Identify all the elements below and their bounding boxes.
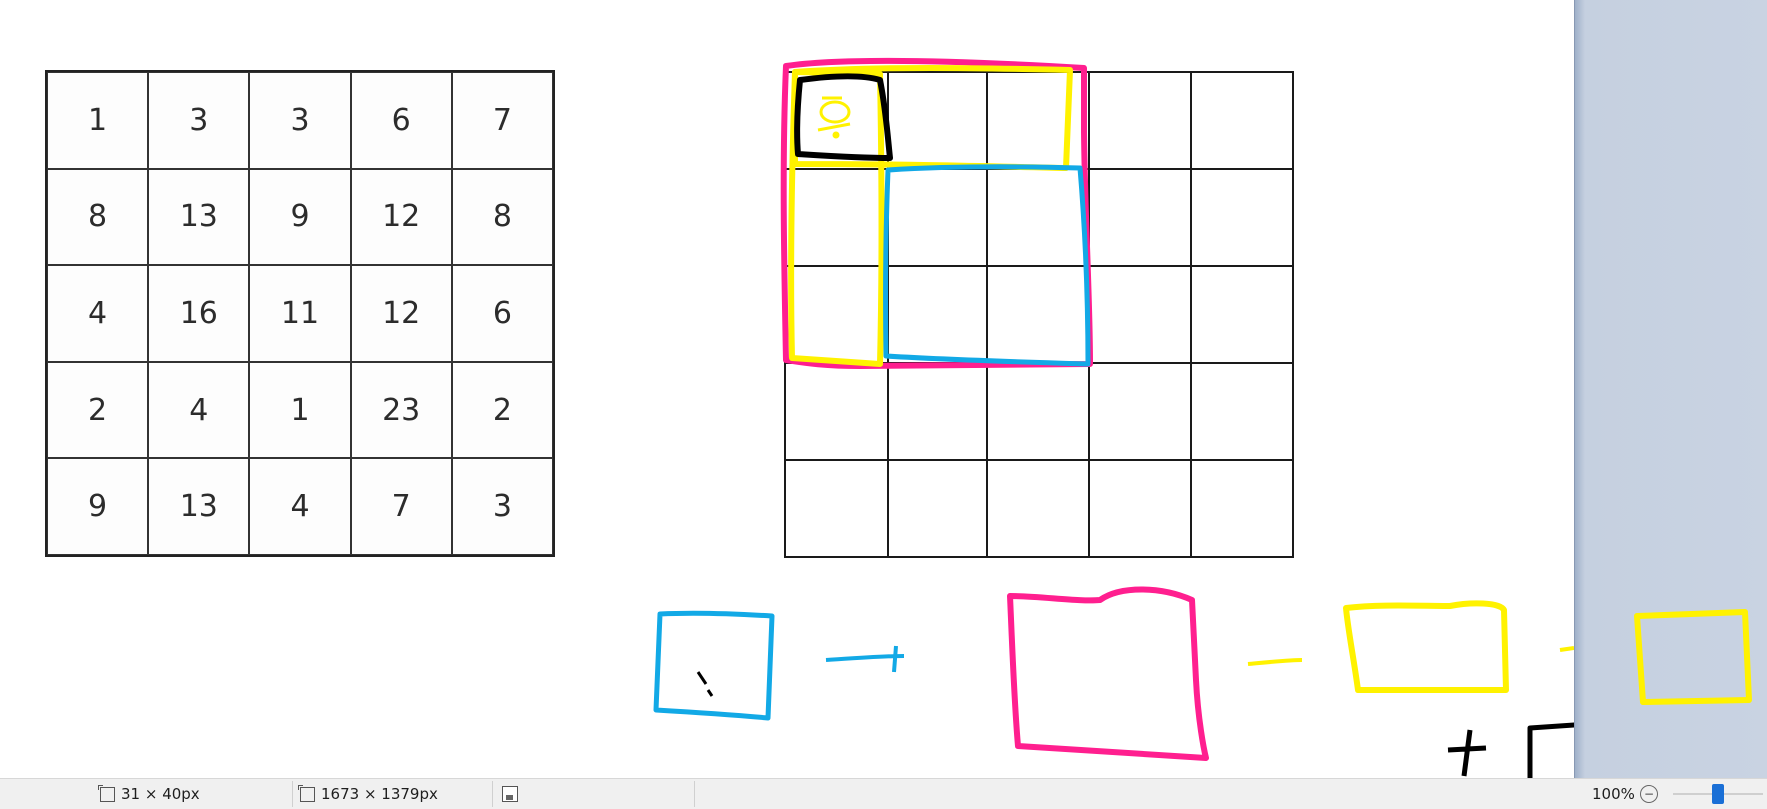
image-size-item: 1673 × 1379px [298,779,438,809]
yellow-minus-sign [1247,658,1303,666]
image-size-icon [298,784,315,802]
status-separator [492,781,493,807]
side-drawing-layer [1634,609,1752,705]
grid-cell: 9 [47,458,149,555]
grid-cell: 2 [451,361,553,459]
grid-cell: 16 [148,265,250,362]
zoom-out-button[interactable]: − [1640,779,1658,809]
pink-box-stroke [780,57,1093,369]
grid-cell: 2 [47,361,149,459]
yellow-minus-sign-2 [1559,646,1574,652]
disk-icon [502,786,518,802]
yellow-left-col-stroke [788,69,885,367]
grid-cell: 23 [350,361,452,459]
black-plus-sign [1447,729,1487,777]
blue-term-box [653,610,775,721]
grid-cell: 3 [451,458,553,555]
grid-cell: 7 [451,72,553,169]
grid-cell: 13 [148,168,250,266]
drawing-layer [653,57,1574,778]
yellow-top-row-stroke [792,65,1073,171]
black-dot-mark [696,671,714,697]
grid-cell: 8 [451,168,553,266]
yellow-term-box-1 [1343,600,1509,693]
grid-cell: 3 [148,72,250,169]
grid-cell: 6 [451,265,553,362]
black-term-box [1527,722,1574,778]
selection-size-item: 31 × 40px [98,779,200,809]
grid-cell: 12 [350,265,452,362]
empty-grid-border [784,71,1294,558]
image-size-text: 1673 × 1379px [321,785,438,803]
zoom-level-text: 100% [1592,785,1635,803]
grid-cell: 4 [249,458,351,555]
empty-grid [784,71,1294,558]
grid-cell: 6 [350,72,452,169]
black-cell-stroke [794,73,893,161]
blue-plus-sign [825,645,905,673]
zoom-slider-thumb[interactable] [1712,784,1724,804]
status-separator [694,781,695,807]
minus-icon: − [1640,785,1658,803]
selection-icon [98,784,115,802]
status-separator [292,781,293,807]
pink-term-box [1007,586,1209,761]
grid-cell: 13 [148,458,250,555]
grid-cell: 8 [47,168,149,266]
yellow-term-box-2 [1634,609,1752,705]
selection-size-text: 31 × 40px [121,785,200,803]
side-panel-background [1574,0,1767,778]
grid-cell: 4 [148,361,250,459]
zoom-level-item: 100% [1592,779,1635,809]
blue-box-stroke [883,164,1091,367]
file-size-item [502,779,518,809]
grid-cell: 12 [350,168,452,266]
grid-cell: 1 [47,72,149,169]
grid-cell: 11 [249,265,351,362]
status-bar: 31 × 40px 1673 × 1379px 100% − [0,778,1767,809]
grid-cell: 3 [249,72,351,169]
grid-cell: 4 [47,265,149,362]
yellow-scribble [817,96,851,139]
grid-cell: 9 [249,168,351,266]
grid-cell: 7 [350,458,452,555]
grid-cell: 1 [249,361,351,459]
